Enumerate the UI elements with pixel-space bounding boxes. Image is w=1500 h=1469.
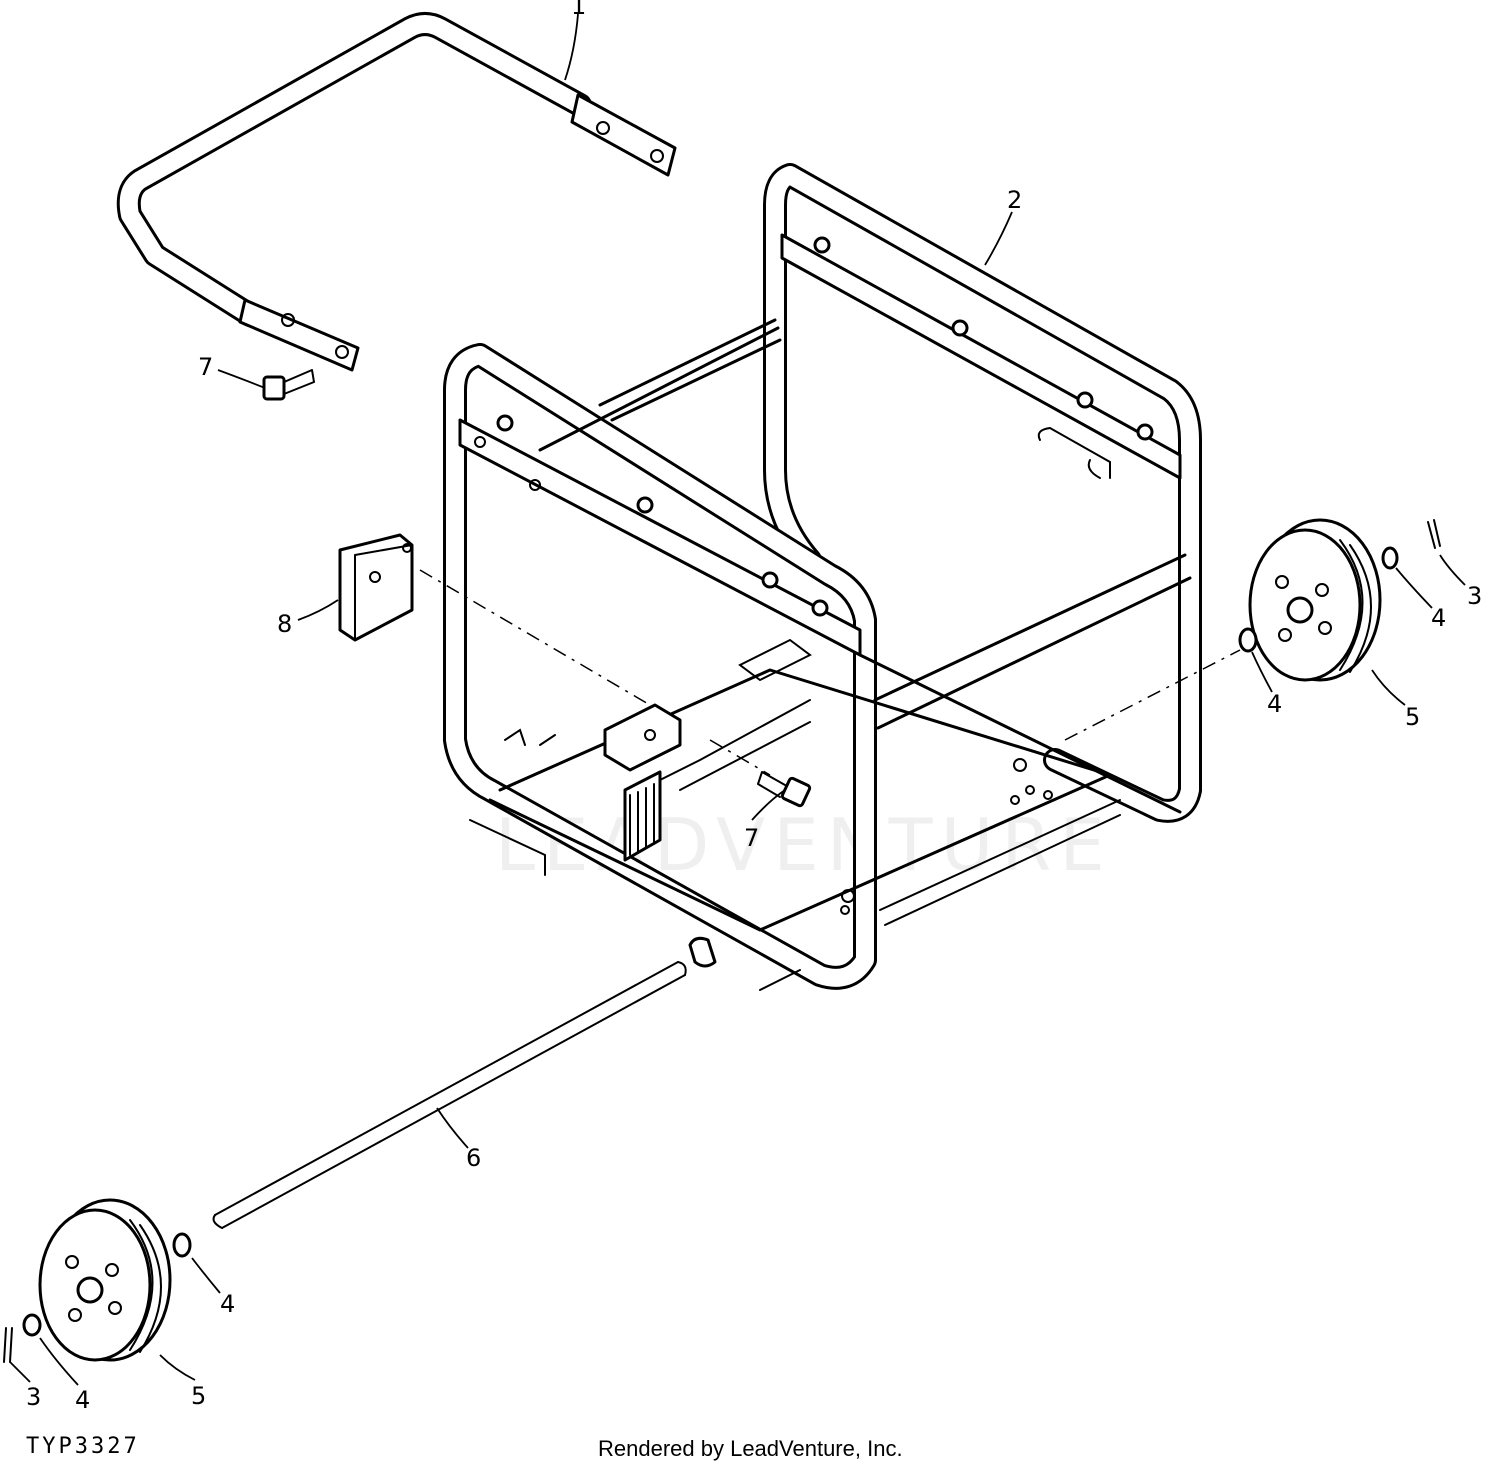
- part-5-wheel-left: [38, 1198, 172, 1362]
- part-4-washer-right-outer: [1381, 546, 1399, 570]
- render-credit: Rendered by LeadVenture, Inc.: [598, 1436, 903, 1461]
- axle-guide-right: [1064, 649, 1241, 741]
- part-3-pin-right: [1427, 519, 1441, 549]
- part-4-washer-left-inner: [172, 1232, 192, 1258]
- callout-7-upper: 7: [198, 353, 213, 381]
- callout-3-right: 3: [1467, 582, 1482, 610]
- callout-8: 8: [277, 610, 292, 638]
- part-2-frame: [443, 163, 1202, 991]
- part-1-handle: [116, 12, 677, 372]
- callout-3-left: 3: [26, 1383, 41, 1411]
- part-5-wheel-right: [1248, 518, 1382, 682]
- part-7-bolt-upper: [262, 369, 315, 401]
- part-6-axle: [212, 961, 687, 1229]
- part-4-washer-left-outer: [22, 1313, 42, 1337]
- part-3-pin-left: [3, 1327, 13, 1363]
- callout-5-right: 5: [1405, 703, 1420, 731]
- leader-lines: [9, 13, 1466, 1386]
- callout-1: 1: [571, 0, 586, 20]
- callout-5-left: 5: [191, 1382, 206, 1410]
- bracket-guide-line: [419, 569, 651, 706]
- callout-4-left-inner: 4: [220, 1290, 235, 1318]
- frame-bolts: [474, 236, 1154, 617]
- callout-6: 6: [466, 1144, 481, 1172]
- callout-7-lower: 7: [744, 824, 759, 852]
- callout-4-left-outer: 4: [75, 1386, 90, 1414]
- callout-labels: 1 2 7 8 7 6 3 4 4 5 4 5 4 3: [26, 0, 1482, 1414]
- part-8-bracket: [338, 533, 414, 642]
- part-4-washer-right-inner: [1238, 627, 1258, 653]
- figure-id: TYP3327: [26, 1434, 140, 1459]
- part-7-bolt-lower: [757, 771, 812, 808]
- callout-4-right-outer: 4: [1431, 604, 1446, 632]
- callout-4-right-inner: 4: [1267, 690, 1282, 718]
- callout-2: 2: [1007, 186, 1022, 214]
- bolt-guide-line: [709, 739, 771, 776]
